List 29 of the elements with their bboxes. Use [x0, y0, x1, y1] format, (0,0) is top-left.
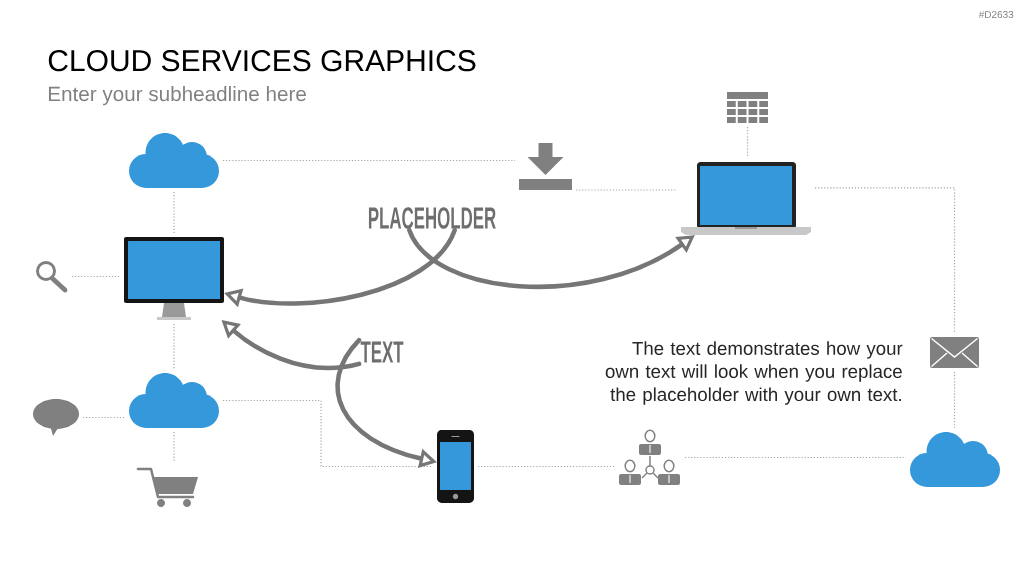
body-text: The text demonstrates how your own text will look when you replace the placeholder with your own text. [605, 341, 903, 405]
title: CLOUD SERVICES GRAPHICS [48, 50, 476, 72]
dotted-line [953, 371, 956, 429]
cloud-icon [129, 133, 219, 188]
dotted-line [477, 465, 616, 468]
dotted-line [222, 159, 516, 162]
sketch-label: PLACEHOLDER [368, 207, 496, 229]
sketch-label: TEXT [360, 341, 404, 363]
dotted-line [684, 456, 907, 459]
dotted-line [222, 399, 434, 468]
cart-icon [136, 467, 198, 507]
table-icon [727, 92, 768, 123]
dotted-line [82, 416, 126, 419]
dotted-line [71, 275, 121, 278]
dotted-line [814, 187, 956, 334]
cloud-icon [910, 432, 1000, 487]
phone-icon [437, 430, 474, 503]
page-code: #D2633 [978, 11, 1014, 19]
subtitle: Enter your subheadline here [48, 86, 306, 106]
cloud-icon [129, 373, 219, 428]
download-icon [519, 143, 572, 190]
people-icon [619, 429, 680, 485]
laptop-icon [681, 162, 811, 235]
dotted-line [746, 126, 749, 159]
envelope-icon [930, 337, 979, 368]
search-icon [36, 261, 68, 293]
monitor-icon [124, 237, 224, 320]
dotted-line [173, 191, 175, 234]
speech-bubble-icon [33, 399, 79, 436]
